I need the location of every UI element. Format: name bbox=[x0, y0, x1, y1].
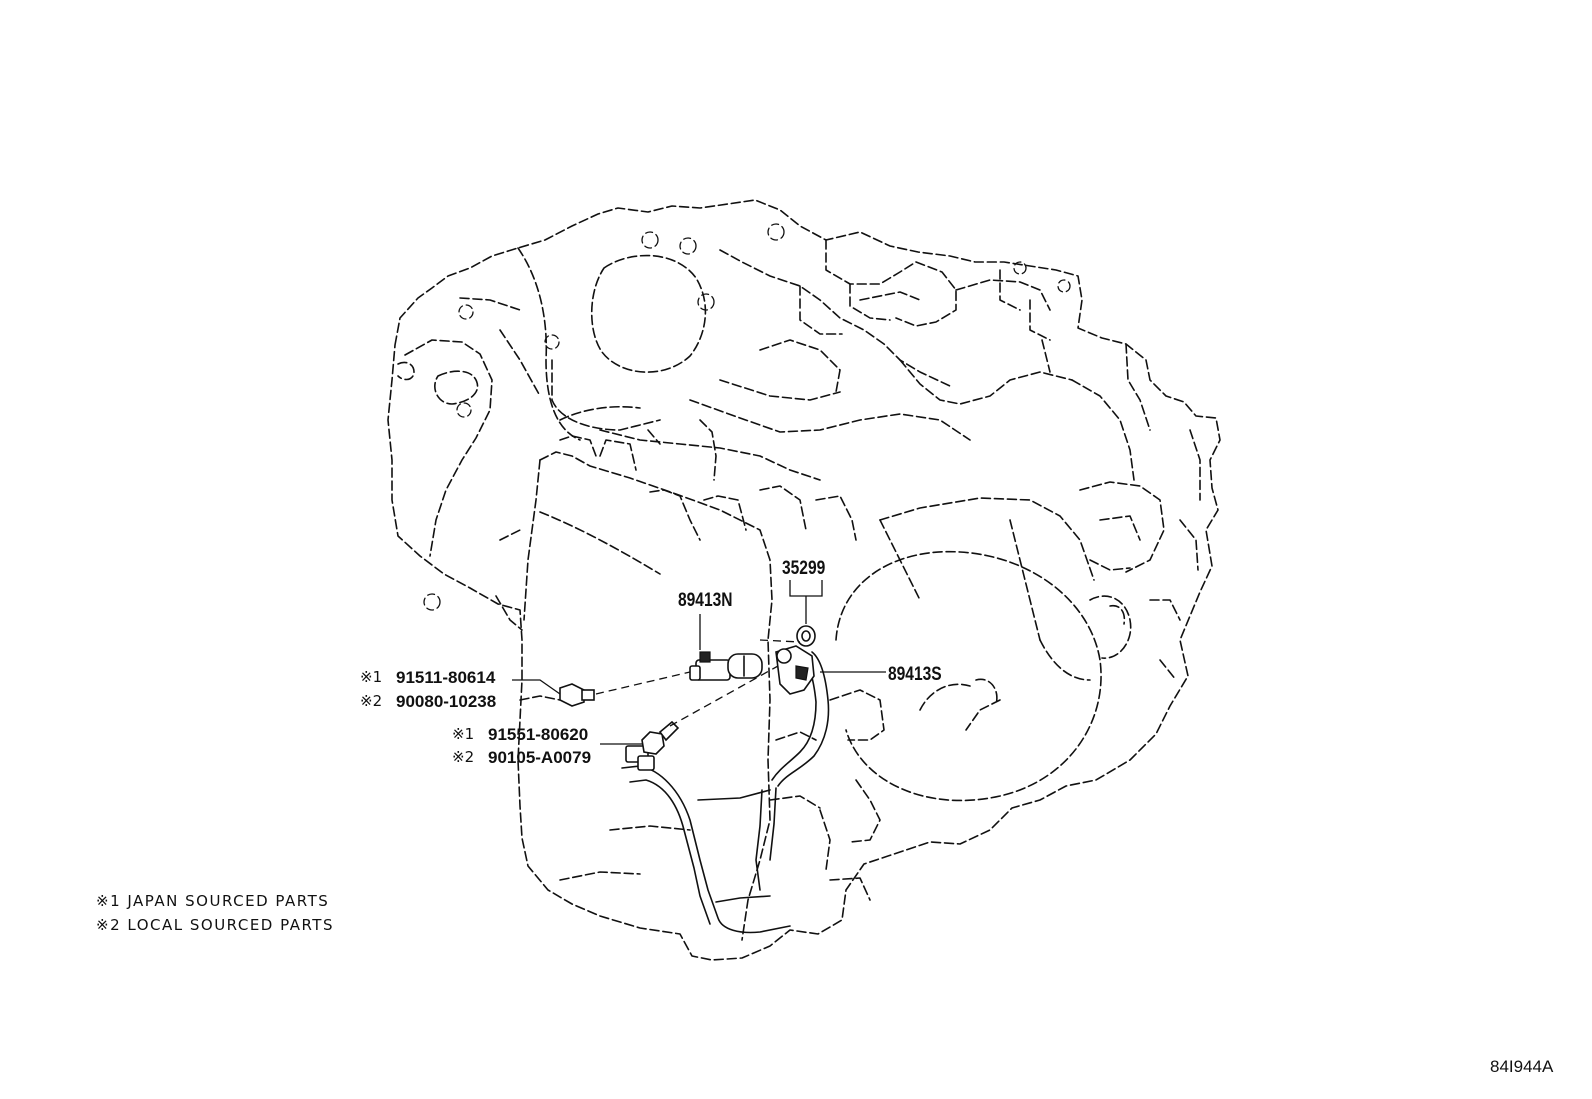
o-ring-35299[interactable] bbox=[796, 625, 816, 647]
bolt-b-japan-number: 91551-80620 bbox=[488, 725, 588, 744]
legend-note-local: ※2 LOCAL SOURCED PARTS bbox=[96, 916, 334, 934]
bolt-b-japan-mark: ※1 bbox=[452, 725, 474, 743]
speed-sensor-89413s[interactable] bbox=[775, 645, 815, 695]
bolt-a-japan-mark: ※1 bbox=[360, 668, 382, 686]
diagram-code: 84I944A bbox=[1490, 1057, 1554, 1076]
bolt-a-local-number: 90080-10238 bbox=[396, 692, 496, 711]
bolt-b[interactable] bbox=[641, 720, 680, 755]
transaxle-housing-outline bbox=[387, 199, 1221, 961]
callout-89413n: 89413N bbox=[678, 589, 733, 611]
callout-35299: 35299 bbox=[782, 557, 826, 579]
bolt-b-local-mark: ※2 bbox=[452, 748, 474, 766]
legend-note-japan: ※1 JAPAN SOURCED PARTS bbox=[96, 892, 329, 910]
callout-89413s: 89413S bbox=[888, 663, 942, 685]
speed-sensor-89413n[interactable] bbox=[689, 651, 763, 681]
leader-lines bbox=[512, 580, 886, 745]
bolt-a-local-mark: ※2 bbox=[360, 692, 382, 710]
bolt-a[interactable] bbox=[559, 683, 595, 707]
bolt-a-japan-number: 91511-80614 bbox=[396, 668, 496, 687]
oil-cooler-pipe bbox=[621, 745, 791, 934]
bolt-b-local-number: 90105-A0079 bbox=[488, 748, 591, 767]
